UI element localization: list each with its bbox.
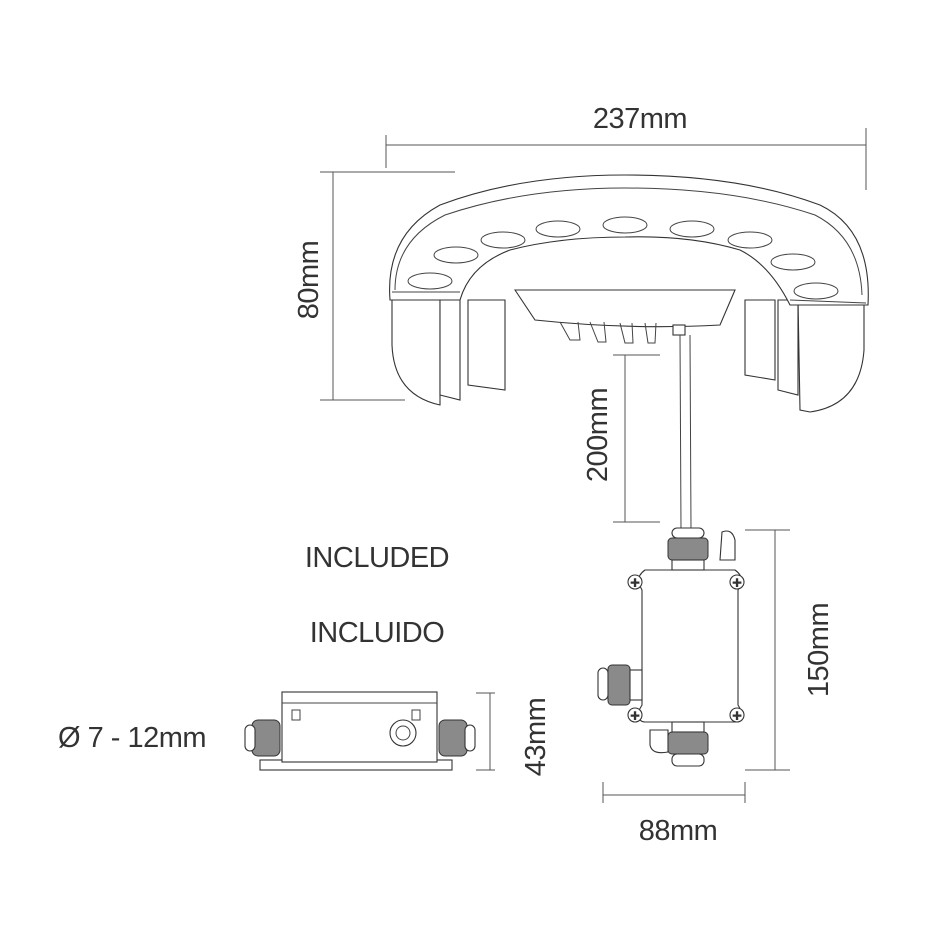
led-lenses — [407, 216, 839, 300]
box-height-label: 43mm — [520, 698, 552, 777]
box-width-dimension: 88mm — [602, 782, 746, 847]
cable-diameter-label: Ø 7 - 12mm — [58, 722, 206, 754]
cable-length-label: 200mm — [582, 388, 614, 482]
junction-box-top-view: ✚ ✚ ✚ ✚ — [597, 527, 745, 767]
width-dimension: 237mm — [385, 103, 867, 190]
cable — [672, 324, 692, 531]
box-length-dimension: 150mm — [745, 529, 835, 771]
svg-text:✚: ✚ — [630, 576, 640, 590]
width-label: 237mm — [593, 103, 687, 135]
lamp-illustration — [389, 174, 869, 413]
included-label-en: INCLUDED — [305, 542, 449, 574]
height-dimension: 80mm — [293, 171, 455, 401]
screws: ✚ ✚ ✚ ✚ — [627, 574, 745, 723]
box-height-dimension: 43mm — [476, 692, 552, 777]
box-length-label: 150mm — [803, 603, 835, 697]
svg-text:✚: ✚ — [630, 709, 640, 723]
included-label-es: INCLUIDO — [310, 617, 445, 649]
junction-box-side-view — [244, 691, 476, 771]
svg-text:✚: ✚ — [732, 576, 742, 590]
svg-text:✚: ✚ — [732, 709, 742, 723]
cable-length-dimension: 200mm — [582, 354, 660, 523]
height-label: 80mm — [293, 241, 325, 320]
box-width-label: 88mm — [639, 815, 718, 847]
